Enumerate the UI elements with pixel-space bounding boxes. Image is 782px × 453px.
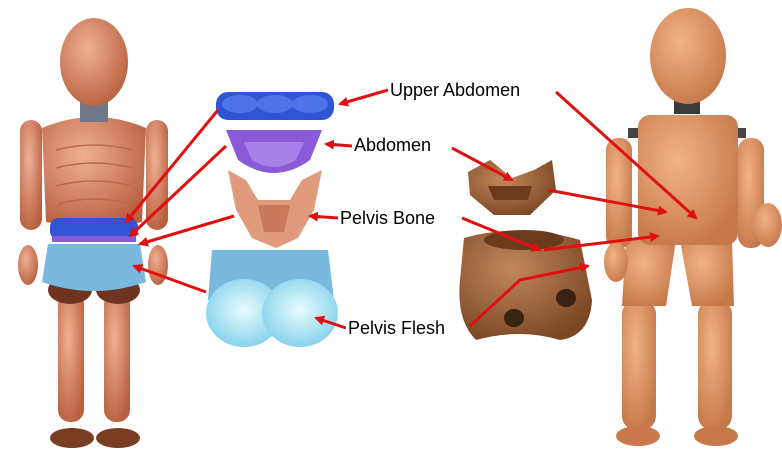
arrow-pelvis-bone-to-part bbox=[310, 216, 338, 218]
cad-head bbox=[60, 18, 128, 106]
cad-left-leg bbox=[58, 292, 84, 422]
real-head bbox=[650, 8, 726, 104]
real-left-thigh bbox=[622, 240, 676, 306]
cad-right-hand bbox=[148, 245, 168, 285]
cad-right-leg bbox=[104, 292, 130, 422]
real-right-hand bbox=[754, 203, 782, 247]
label-pelvis-bone: Pelvis Bone bbox=[338, 208, 437, 228]
physical-dummy bbox=[604, 8, 782, 446]
cad-abdomen bbox=[52, 236, 136, 242]
cad-left-hand bbox=[18, 245, 38, 285]
physical-abdomen-cavity bbox=[488, 186, 532, 200]
arrow-abdomen-to-part bbox=[326, 144, 352, 146]
cad-dummy bbox=[18, 18, 168, 448]
real-left-foot bbox=[616, 426, 660, 446]
real-right-thigh bbox=[680, 240, 734, 306]
real-left-arm bbox=[606, 138, 632, 248]
cad-right-foot bbox=[96, 428, 140, 448]
real-right-shin bbox=[698, 300, 732, 430]
label-abdomen: Abdomen bbox=[352, 135, 433, 155]
real-left-hand bbox=[604, 242, 628, 282]
label-upper-abdomen: Upper Abdomen bbox=[388, 80, 522, 100]
cad-pelvis-flesh bbox=[42, 244, 146, 291]
part-pelvis-flesh-right bbox=[262, 279, 338, 347]
part-upper-abdomen bbox=[216, 92, 334, 120]
real-left-shin bbox=[622, 300, 656, 430]
cad-left-arm bbox=[20, 120, 42, 230]
arrow-upper-abdomen-to-part bbox=[340, 90, 388, 104]
physical-parts bbox=[459, 160, 592, 340]
cad-left-foot bbox=[50, 428, 94, 448]
real-right-foot bbox=[694, 426, 738, 446]
label-pelvis-flesh: Pelvis Flesh bbox=[346, 318, 447, 338]
physical-pelvis-left-hole bbox=[504, 309, 524, 327]
cad-chest bbox=[42, 117, 146, 227]
physical-pelvis-right-hole bbox=[556, 289, 576, 307]
